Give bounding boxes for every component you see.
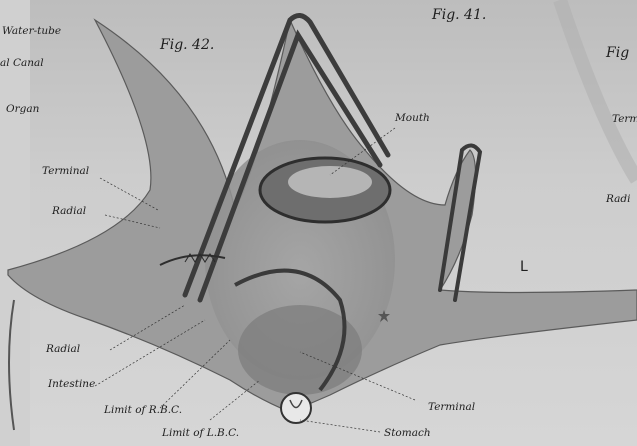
- mouth-opening: [288, 166, 372, 198]
- label-organ: Organ: [6, 104, 39, 115]
- label-radial-partial: Radi: [606, 194, 631, 205]
- figure-41-title: Fig. 41.: [432, 8, 486, 22]
- label-stomach: Stomach: [384, 428, 431, 439]
- label-water-tube: Water-tube: [2, 26, 61, 37]
- label-intestine: Intestine: [48, 379, 95, 390]
- label-radial-lower: Radial: [46, 344, 80, 355]
- label-radial-upper: Radial: [52, 206, 86, 217]
- label-limit-rbc: Limit of R.B.C.: [104, 405, 182, 416]
- label-terminal-partial: Term: [612, 114, 637, 125]
- label-terminal-upper: Terminal: [42, 166, 89, 177]
- label-canal: al Canal: [0, 58, 44, 69]
- label-terminal-lower: Terminal: [428, 402, 475, 413]
- fig41-arm: [560, 0, 637, 180]
- figure-right-partial: Fig: [606, 46, 629, 60]
- figure-42-title: Fig. 42.: [160, 38, 214, 52]
- label-mouth: Mouth: [395, 113, 430, 124]
- label-letter-l: L: [520, 260, 528, 274]
- label-limit-lbc: Limit of L.B.C.: [162, 428, 239, 439]
